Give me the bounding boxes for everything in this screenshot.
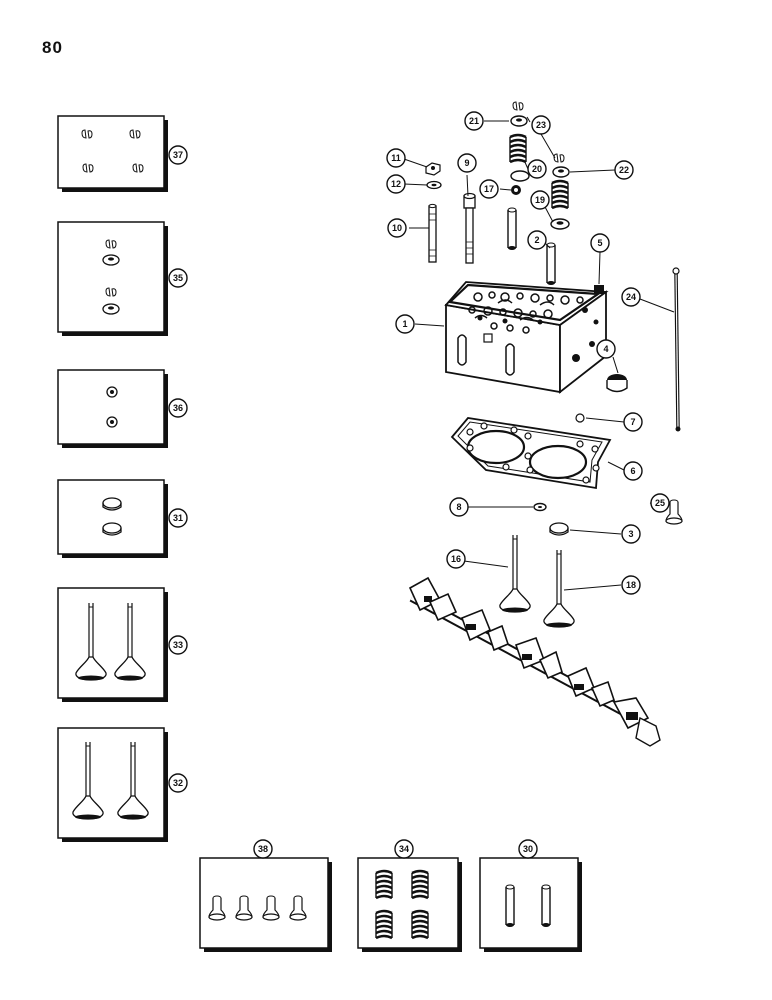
nut [425, 162, 441, 176]
callout-23: 23 [536, 120, 546, 130]
callout-36: 36 [173, 403, 183, 413]
kit-panel-36 [57, 369, 168, 448]
intake-valve [499, 534, 531, 614]
callout-12: 12 [391, 179, 401, 189]
callout-9: 9 [464, 158, 469, 168]
callout-21: 21 [469, 116, 479, 126]
callout-24: 24 [626, 292, 636, 302]
callout-2: 2 [534, 235, 539, 245]
spring-retainer [510, 170, 570, 230]
callout-5: 5 [597, 238, 602, 248]
camshaft [408, 576, 661, 747]
kit-panel-35 [57, 221, 168, 336]
expansion-plug [606, 374, 628, 393]
callout-7: 7 [630, 417, 635, 427]
push-rod [672, 267, 681, 432]
callout-32: 32 [173, 778, 183, 788]
kit-panel-31 [57, 479, 168, 558]
head-gasket [450, 417, 612, 490]
callout-38: 38 [258, 844, 268, 854]
stud [428, 203, 437, 263]
callout-1: 1 [402, 319, 407, 329]
callout-25: 25 [655, 498, 665, 508]
kit-panel-37 [57, 115, 168, 192]
callouts [168, 111, 670, 859]
retainer [510, 115, 570, 178]
callout-20: 20 [532, 164, 542, 174]
callout-33: 33 [173, 640, 183, 650]
cylinder-head [444, 281, 609, 394]
callout-19: 19 [535, 195, 545, 205]
kit-panel-34 [357, 857, 462, 952]
leader-lines [403, 116, 675, 591]
callout-3: 3 [628, 529, 633, 539]
callout-18: 18 [626, 580, 636, 590]
o-ring [575, 413, 585, 423]
cap-screw [463, 192, 476, 264]
kit-panel-32 [57, 727, 168, 842]
callout-35: 35 [173, 273, 183, 283]
kit-panel-38 [199, 857, 332, 952]
kit-panel-30 [479, 857, 582, 952]
plug [594, 285, 604, 294]
washer [426, 180, 442, 190]
callout-17: 17 [484, 184, 494, 194]
callout-11: 11 [391, 153, 401, 163]
callout-37: 37 [173, 150, 183, 160]
callout-22: 22 [619, 165, 629, 175]
callout-31: 31 [173, 513, 183, 523]
callout-30: 30 [523, 844, 533, 854]
callout-16: 16 [451, 554, 461, 564]
callout-4: 4 [603, 344, 608, 354]
page-number: 80 [42, 38, 63, 57]
callout-34: 34 [399, 844, 409, 854]
exhaust-valve [543, 549, 575, 629]
callout-6: 6 [630, 466, 635, 476]
valve-seat-insert [549, 522, 569, 536]
valve-cap [511, 185, 521, 195]
seal [533, 502, 547, 512]
kit-panel-33 [57, 587, 168, 702]
callout-8: 8 [456, 502, 461, 512]
callout-10: 10 [392, 223, 402, 233]
